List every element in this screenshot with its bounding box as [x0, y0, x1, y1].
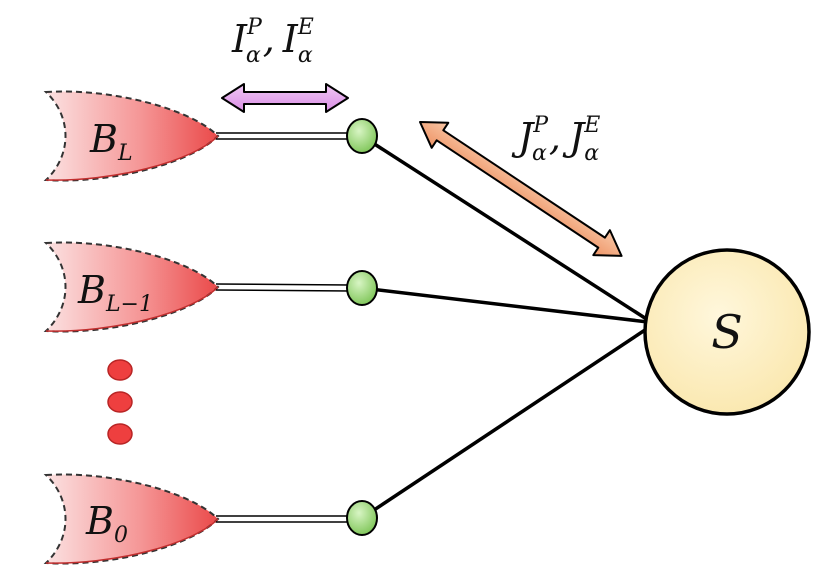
link-line-top — [361, 134, 649, 322]
bath-top: BL — [43, 90, 220, 182]
ellipsis-dots — [107, 359, 133, 445]
system-label: S — [711, 305, 743, 359]
link-line-bottom — [361, 326, 649, 520]
bath-current-arrow — [221, 83, 349, 113]
svg-text:B0: B0 — [85, 499, 128, 548]
bath-middle-label: B — [77, 268, 106, 312]
bath-top-subscript: L — [117, 141, 133, 166]
svg-text:BL−1: BL−1 — [77, 268, 153, 317]
node-middle — [346, 270, 378, 306]
node-bottom — [346, 500, 378, 536]
svg-text:BL: BL — [89, 117, 133, 166]
link-line-middle — [361, 286, 649, 324]
bath-bottom-subscript: 0 — [114, 523, 128, 548]
coupler-bottom — [216, 515, 350, 523]
system-current-arrow — [419, 121, 623, 257]
node-top — [346, 118, 378, 154]
bath-middle-subscript: L−1 — [105, 292, 153, 317]
bath-top-label: B — [89, 117, 118, 161]
coupler-middle — [215, 283, 351, 292]
coupler-top — [216, 132, 350, 140]
bath-middle: BL−1 — [43, 241, 220, 333]
bath-bottom-label: B — [85, 499, 114, 543]
system-circle: S — [643, 248, 811, 416]
bath-bottom: B0 — [43, 473, 220, 565]
